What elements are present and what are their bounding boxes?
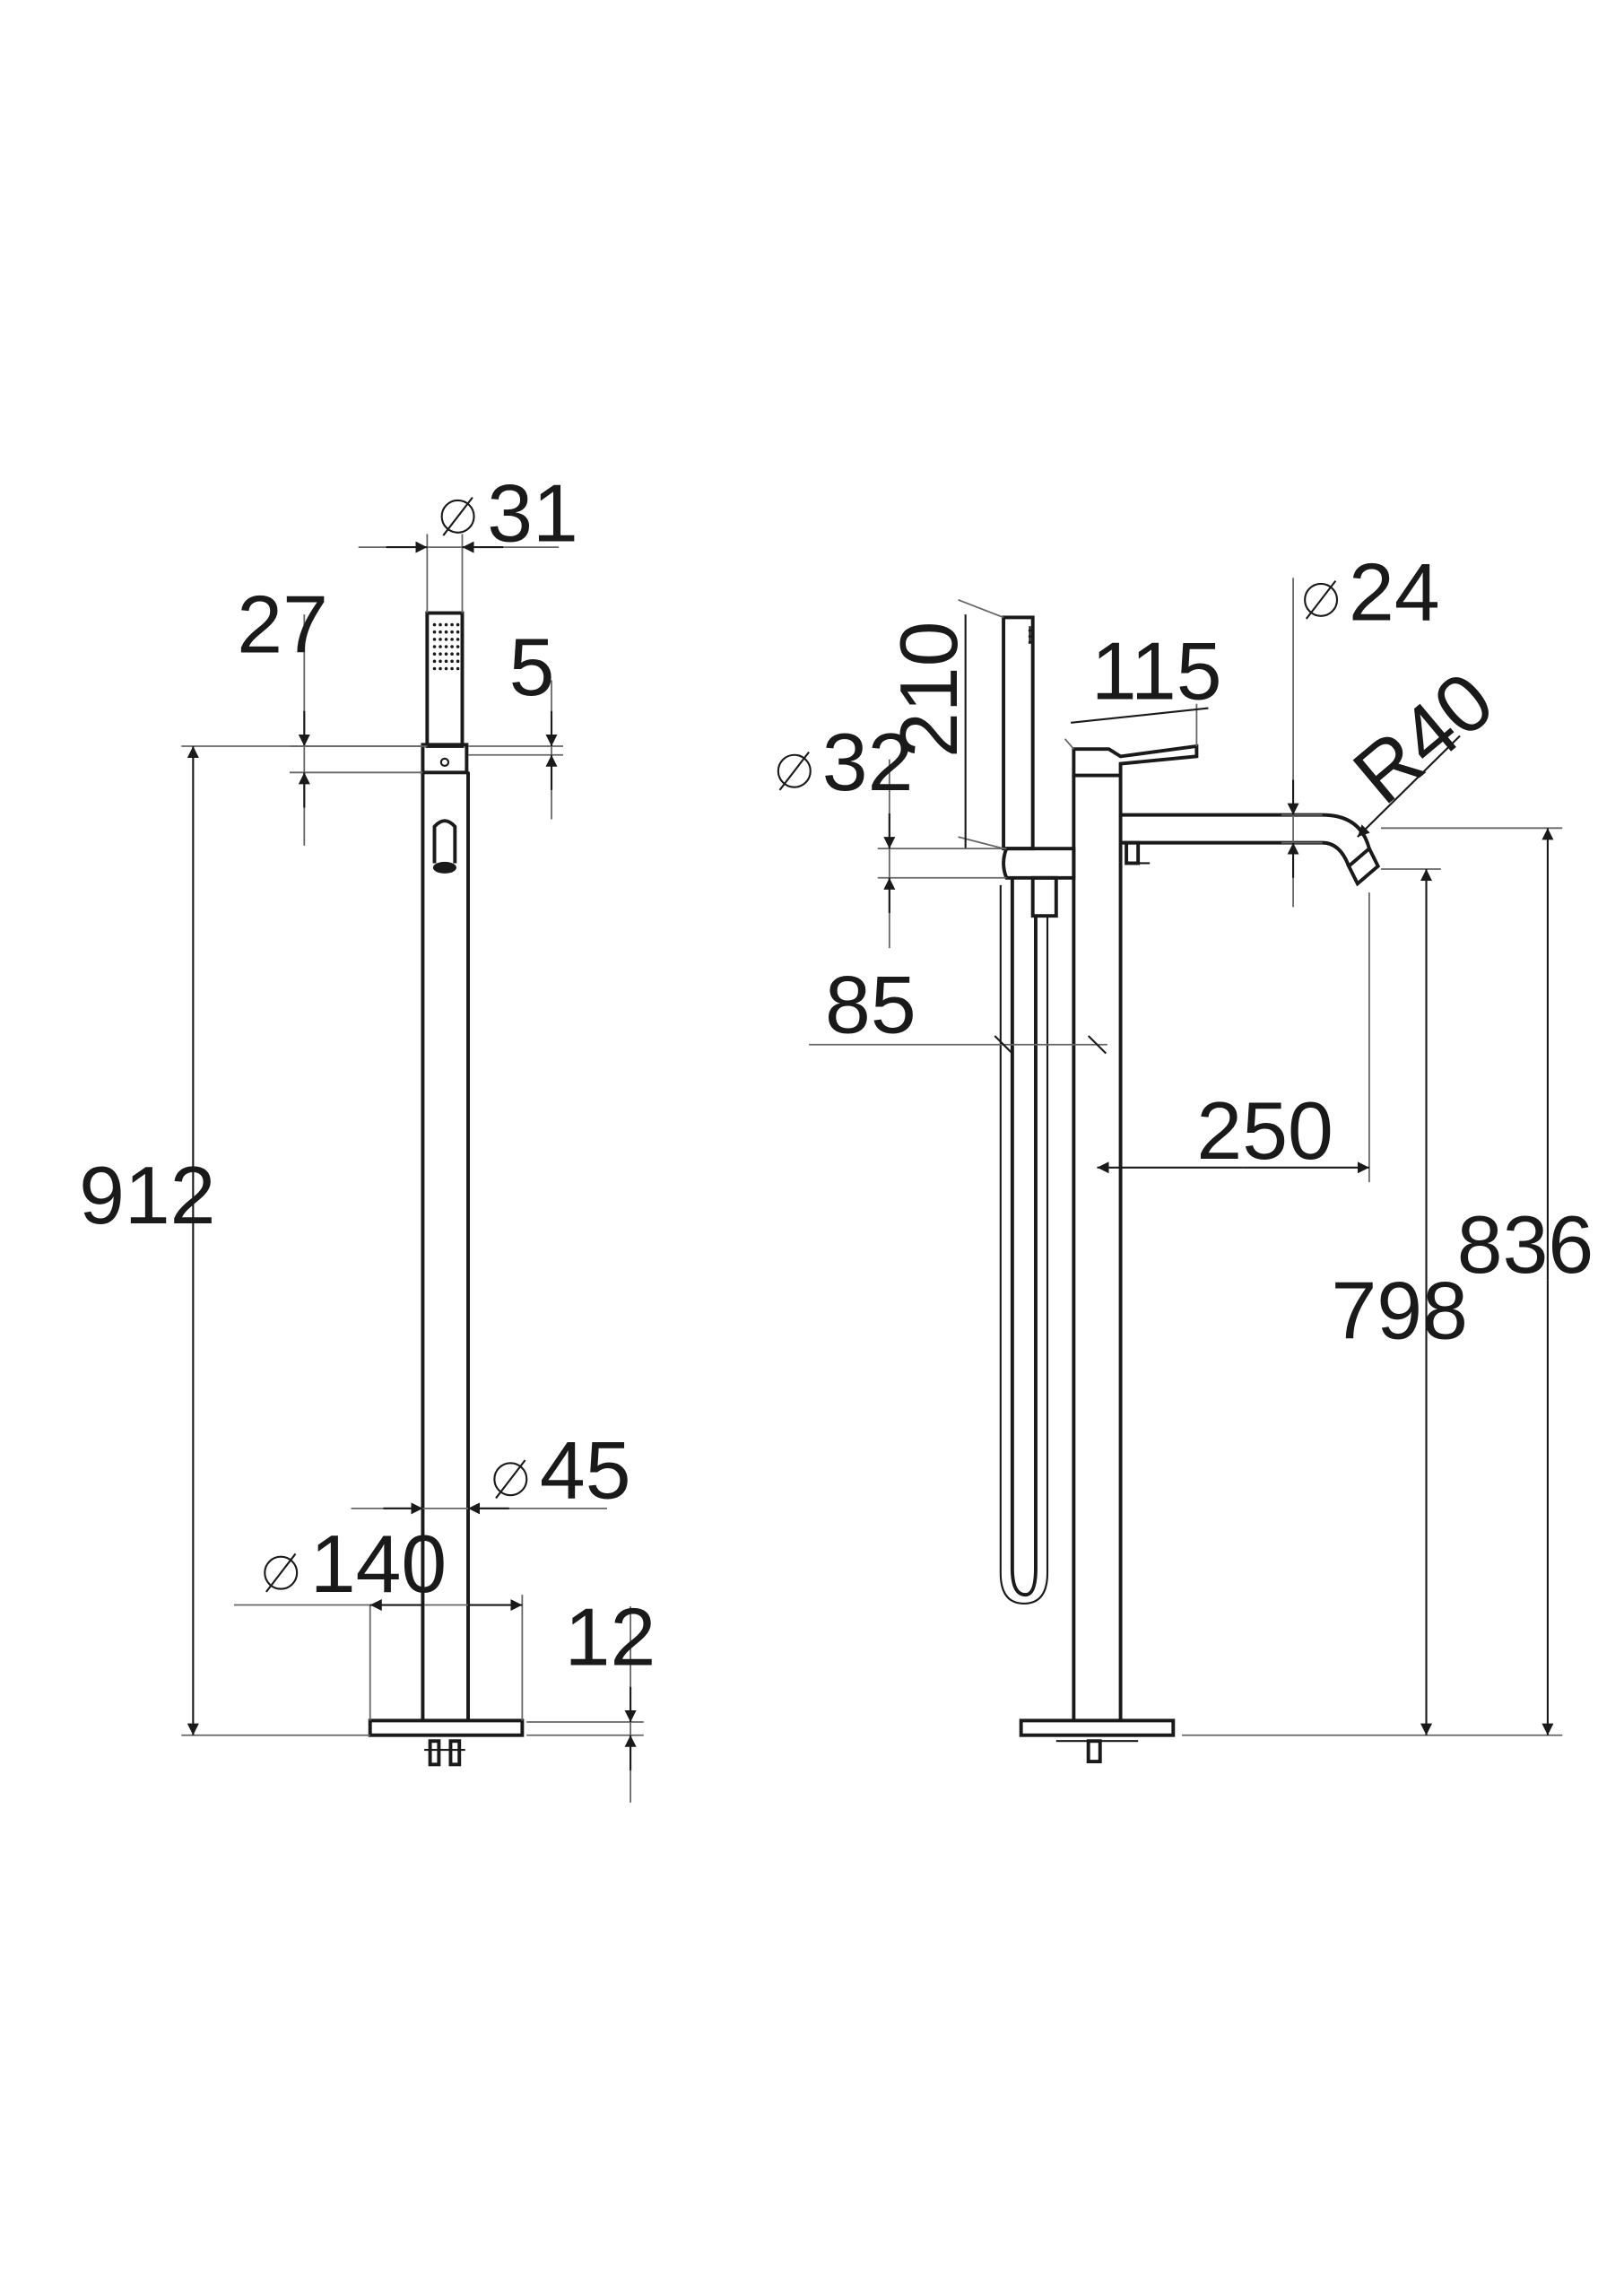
dim-height-5: 5 xyxy=(468,622,564,820)
dim-label-210: 210 xyxy=(883,622,975,758)
dim-diameter-31: 31 xyxy=(358,468,578,613)
dim-label-12: 12 xyxy=(565,1591,656,1683)
dim-width-85: 85 xyxy=(809,960,1107,1055)
dim-label-27: 27 xyxy=(237,579,328,671)
dim-width-250: 250 xyxy=(1097,892,1370,1183)
bath-spout xyxy=(1120,813,1381,887)
dim-radius-40: R40 xyxy=(1337,655,1511,838)
side-column xyxy=(1072,774,1123,1721)
diameter-symbol-45 xyxy=(493,1459,528,1500)
dim-height-836: 836 xyxy=(1182,827,1594,1736)
main-column xyxy=(421,772,470,1721)
dim-diameter-140: 140 xyxy=(234,1518,524,1721)
dim-height-798: 798 xyxy=(1331,868,1468,1735)
dim-height-210: 210 xyxy=(883,598,1004,850)
diameter-symbol-140 xyxy=(264,1552,299,1593)
spout-outlet xyxy=(432,819,457,874)
dim-label-85: 85 xyxy=(825,960,916,1051)
dim-height-912: 912 xyxy=(79,745,428,1736)
dim-height-27: 27 xyxy=(237,579,423,846)
side-view: 24 210 115 R40 xyxy=(777,547,1594,1764)
dim-label-32: 32 xyxy=(822,717,914,808)
dim-diameter-24: 24 xyxy=(1281,547,1440,908)
mixer-body xyxy=(420,743,470,775)
floor-base xyxy=(368,1718,525,1767)
dim-label-912: 912 xyxy=(79,1150,215,1241)
dim-label-140: 140 xyxy=(310,1518,447,1610)
dim-height-12: 12 xyxy=(526,1591,656,1803)
dim-label-45: 45 xyxy=(540,1424,631,1516)
diameter-symbol-32 xyxy=(777,751,812,791)
mixer-lever xyxy=(1072,744,1199,778)
shower-holder xyxy=(1002,847,1076,918)
dim-diameter-32: 32 xyxy=(777,717,1007,949)
dim-label-31: 31 xyxy=(487,468,578,560)
dim-label-24: 24 xyxy=(1349,547,1440,639)
dim-width-115: 115 xyxy=(1064,626,1222,750)
dim-diameter-45: 45 xyxy=(351,1424,631,1516)
dim-label-115: 115 xyxy=(1091,626,1222,718)
dim-label-250: 250 xyxy=(1196,1085,1333,1177)
side-floor-base xyxy=(1019,1718,1176,1764)
diameter-symbol-24 xyxy=(1304,579,1339,620)
shower-hose xyxy=(999,877,1049,1605)
hand-shower-head xyxy=(425,611,465,748)
side-hand-shower xyxy=(1002,615,1035,851)
shower-nozzle-grid xyxy=(432,622,460,671)
diameter-symbol-31 xyxy=(440,496,475,536)
dim-label-5: 5 xyxy=(509,622,555,713)
dim-label-836: 836 xyxy=(1457,1199,1594,1291)
front-view: 31 27 5 912 xyxy=(79,468,656,1803)
dim-label-798: 798 xyxy=(1331,1265,1467,1357)
dim-label-r40: R40 xyxy=(1337,655,1511,822)
